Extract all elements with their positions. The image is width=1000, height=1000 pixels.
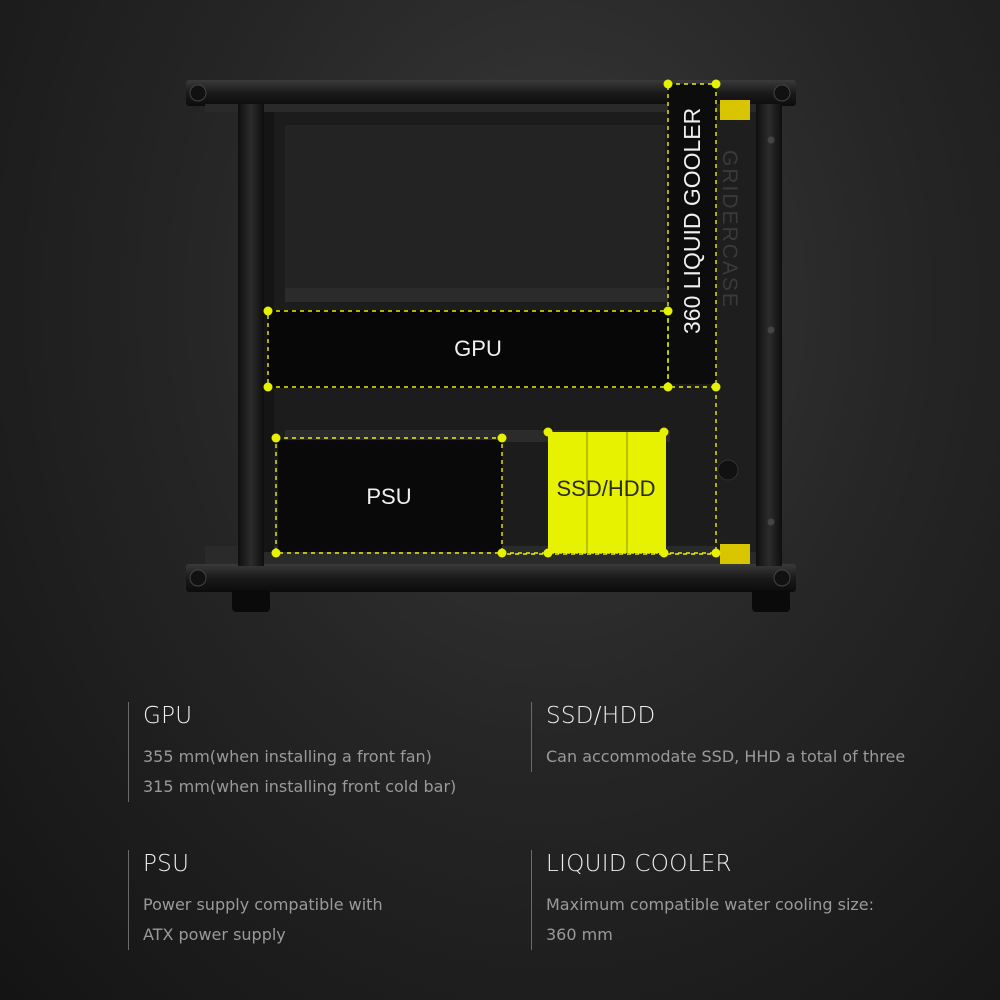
- ssd-diagram-label: SSD/HDD: [556, 476, 655, 501]
- rear-screw-1: [767, 136, 775, 144]
- top-rail-inner: [205, 104, 765, 112]
- psu-block: [278, 440, 502, 552]
- spec-cooler-title: LIQUID COOLER: [546, 851, 732, 877]
- spec-ssd-title: SSD/HDD: [546, 703, 656, 729]
- corner-cap-br: [773, 569, 791, 587]
- marker-dot: [263, 306, 273, 316]
- spec-gpu: GPU 355 mm(when installing a front fan) …: [128, 702, 456, 802]
- gpu-diagram-label: GPU: [454, 336, 502, 361]
- psu-diagram-label: PSU: [366, 484, 411, 509]
- spec-psu-line-1: Power supply compatible with: [143, 895, 383, 914]
- spec-ssd-line-1: Can accommodate SSD, HHD a total of thre…: [546, 747, 906, 766]
- marker-dot: [663, 79, 673, 89]
- bracket-bottom: [720, 544, 750, 564]
- marker-dot: [271, 433, 281, 443]
- front-post-left: [238, 104, 264, 566]
- marker-dot: [711, 548, 721, 558]
- marker-dot: [663, 382, 673, 392]
- marker-dot: [497, 548, 507, 558]
- marker-dot: [711, 79, 721, 89]
- rear-screw-3: [767, 518, 775, 526]
- corner-cap-tl: [189, 84, 207, 102]
- bracket-top: [720, 100, 750, 120]
- marker-dot: [543, 427, 553, 437]
- gpu-shelf: [285, 288, 670, 302]
- psu-outline: [275, 437, 503, 554]
- marker-dot: [543, 548, 553, 558]
- marker-dot: [659, 427, 669, 437]
- gpu-outline: [267, 310, 669, 388]
- ssd-block: [548, 432, 666, 553]
- marker-dot: [663, 306, 673, 316]
- corner-cap-tr: [773, 84, 791, 102]
- radiator-block: [668, 84, 716, 384]
- foot-left: [232, 590, 270, 612]
- spec-psu-title: PSU: [143, 851, 190, 877]
- cooler-outline: [667, 83, 717, 388]
- corner-cap-bl: [189, 569, 207, 587]
- spec-psu: PSU Power supply compatible with ATX pow…: [128, 850, 383, 950]
- rear-port: [717, 459, 739, 481]
- case-interior-shade: [285, 125, 665, 290]
- spec-ssd: SSD/HDD Can accommodate SSD, HHD a total…: [531, 702, 905, 772]
- foot-right: [752, 590, 790, 612]
- marker-dot: [263, 382, 273, 392]
- pc-case-diagram: GPU PSU SSD/HDD 360 LIQUID GOOLER GRIDER…: [186, 79, 796, 612]
- spec-cooler-line-2: 360 mm: [546, 925, 613, 944]
- spec-gpu-line-1: 355 mm(when installing a front fan): [143, 747, 432, 766]
- marker-dot: [711, 382, 721, 392]
- rear-post-right: [756, 104, 782, 566]
- top-rail: [186, 80, 796, 106]
- brand-label: GRIDERCASE: [718, 150, 741, 309]
- spec-gpu-title: GPU: [143, 703, 193, 729]
- rear-screw-2: [767, 326, 775, 334]
- cooler-diagram-label: 360 LIQUID GOOLER: [679, 108, 705, 334]
- marker-dot: [659, 548, 669, 558]
- bottom-rail: [186, 564, 796, 592]
- marker-dot: [271, 548, 281, 558]
- spec-gpu-line-2: 315 mm(when installing front cold bar): [143, 777, 457, 796]
- spec-psu-line-2: ATX power supply: [143, 925, 286, 944]
- marker-dot: [497, 433, 507, 443]
- gpu-block: [268, 310, 668, 388]
- spec-cooler: LIQUID COOLER Maximum compatible water c…: [531, 850, 874, 950]
- spec-cooler-line-1: Maximum compatible water cooling size:: [546, 895, 875, 914]
